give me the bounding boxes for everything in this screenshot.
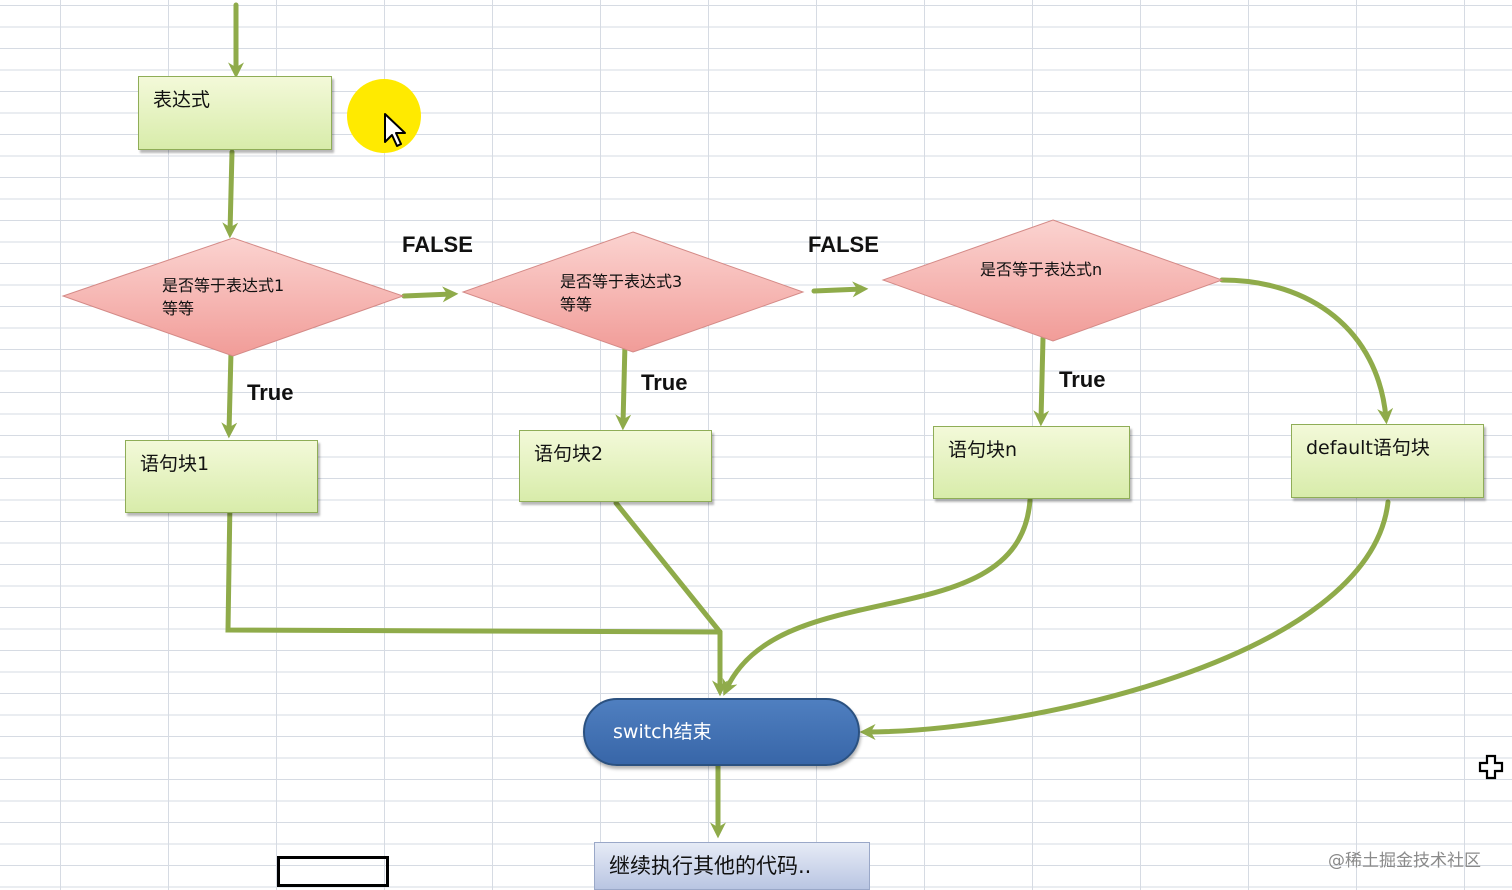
switch-end-terminal: switch结束	[583, 698, 860, 766]
arrow-decn-default	[1219, 277, 1394, 425]
false-label-1: FALSE	[402, 232, 473, 257]
statement-block-1: 语句块1	[125, 440, 318, 513]
default-statement-block-label: default语句块	[1306, 437, 1430, 459]
arrow-dec1-true	[221, 349, 238, 439]
arrow-dec1-false	[401, 286, 459, 303]
true-label-3: True	[1059, 367, 1106, 392]
decision-diamond-n	[881, 219, 1224, 342]
statement-block-n: 语句块n	[933, 426, 1130, 499]
true-label-2: True	[641, 370, 688, 395]
arrow-dec2-false	[811, 281, 869, 298]
selected-cell[interactable]	[277, 856, 389, 887]
expression-label: 表达式	[153, 89, 211, 111]
continue-code-label: 继续执行其他的代码..	[609, 854, 812, 878]
continue-code-box: 继续执行其他的代码..	[594, 842, 870, 890]
arrow-block1-merge	[225, 497, 723, 635]
switch-end-label: switch结束	[613, 721, 712, 743]
true-label-1: True	[247, 380, 294, 405]
arrow-default-to-end	[859, 499, 1391, 740]
decision-diamond-1	[61, 237, 405, 357]
arrow-decn-true	[1033, 335, 1050, 427]
statement-block-n-label: 语句块n	[948, 439, 1018, 461]
expression-box: 表达式	[138, 76, 332, 150]
arrow-block2-merge	[613, 500, 723, 635]
arrow-expr-to-dec1	[222, 149, 239, 239]
statement-block-2: 语句块2	[519, 430, 712, 502]
watermark-text: @稀土掘金技术社区	[1328, 851, 1481, 871]
arrow-blockn-to-end	[722, 497, 1033, 696]
statement-block-1-label: 语句块1	[140, 453, 210, 475]
mouse-pointer-icon	[384, 113, 406, 147]
move-cross-icon	[1478, 754, 1504, 780]
false-label-2: FALSE	[808, 232, 879, 257]
statement-block-2-label: 语句块2	[534, 443, 604, 465]
default-statement-block: default语句块	[1291, 424, 1484, 498]
decision-diamond-2	[461, 231, 805, 353]
arrow-dec2-true	[615, 340, 632, 431]
